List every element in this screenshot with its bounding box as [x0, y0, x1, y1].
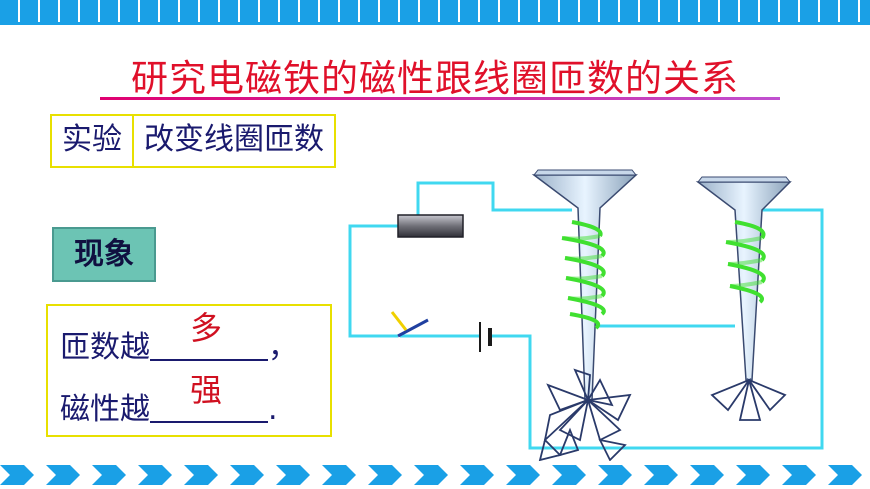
circuit-wires — [348, 181, 824, 450]
phenomenon-label: 现象 — [52, 227, 156, 282]
result-box: 匝数越 多 ， 磁性越 强. — [46, 304, 332, 437]
turns-blank: 多 — [150, 309, 268, 361]
magnetism-answer: 强 — [190, 371, 223, 409]
switch — [390, 311, 429, 338]
coil-left — [561, 220, 606, 330]
battery — [479, 322, 492, 352]
rheostat — [397, 214, 464, 238]
magnetism-blank: 强 — [150, 371, 268, 423]
result-line-magnetism: 磁性越 强. — [60, 371, 278, 428]
magnetism-prefix: 磁性越 — [60, 392, 150, 427]
top-banner — [0, 0, 870, 25]
bottom-banner — [0, 461, 870, 489]
turns-prefix: 匝数越 — [60, 330, 150, 365]
result-line-turns: 匝数越 多 ， — [60, 309, 298, 366]
magnetism-suffix: . — [268, 392, 278, 427]
turns-answer: 多 — [190, 309, 223, 347]
electromagnet-left — [531, 169, 638, 401]
page-title: 研究电磁铁的磁性跟线圈匝数的关系 — [131, 57, 739, 100]
paperclips-left — [538, 368, 632, 462]
turns-suffix: ， — [268, 330, 298, 365]
experiment-label: 实验 — [62, 122, 122, 157]
coil-right — [725, 220, 766, 304]
experiment-table: 实验 改变线圈匝数 — [50, 114, 336, 168]
title-underline — [100, 97, 780, 100]
electromagnet-right — [695, 176, 792, 381]
experiment-value: 改变线圈匝数 — [132, 116, 334, 166]
paperclips-right — [710, 377, 787, 421]
